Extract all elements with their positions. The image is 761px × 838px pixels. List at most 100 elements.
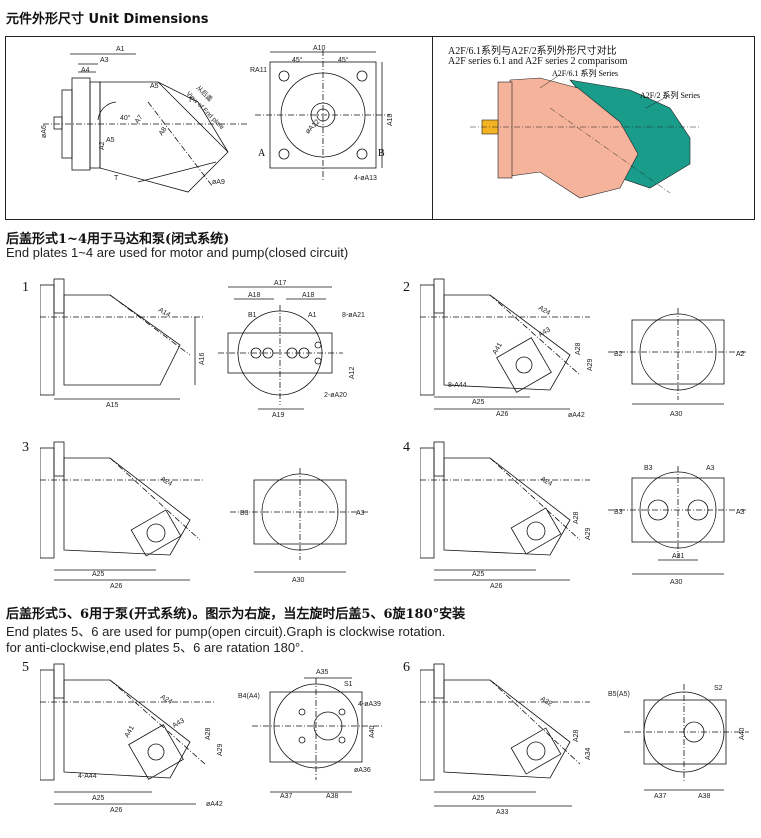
label-A40-p6: A40 [739, 727, 746, 740]
label-A28: A28 [575, 342, 582, 355]
label-S2: S2 [714, 685, 723, 692]
label-A33: A33 [496, 809, 509, 816]
plate-5-number: 5 [22, 660, 29, 675]
label-A38-p5: A38 [326, 793, 339, 800]
label-A21: 8-øA21 [342, 312, 365, 319]
plate-2-number: 2 [403, 280, 410, 295]
label-deg2: 45° [338, 56, 349, 64]
label-A31: A31 [672, 553, 685, 560]
label-A9: øA9 [212, 179, 225, 186]
plate-2-side-view: A24 A41 A43 A28 A29 8-A44 A25 A26 øA42 [420, 278, 594, 419]
label-A25: A25 [472, 399, 485, 406]
page-title: 元件外形尺寸 Unit Dimensions [6, 12, 209, 27]
label-A30-p4: A30 [670, 579, 683, 586]
series2-label: A2F/2 系列 Series [640, 90, 700, 100]
plate-5-side-view: A24 A41 A43 A28 A29 4-A44 A25 A26 øA42 [40, 663, 224, 814]
comparison-drawing: A2F/6.1 系列 Series A2F/2 系列 Series [470, 68, 700, 199]
label-A43: A43 [538, 326, 552, 338]
flange [497, 81, 513, 179]
label-A28-p5: A28 [205, 727, 212, 740]
front-view-drawing: A10 RA11 45° 45° øA12 A10 4-øA13 A B [250, 45, 394, 182]
label-A18-left: A18 [248, 292, 261, 299]
label-A40-p5: A40 [369, 725, 376, 738]
label-A29-p4: A29 [585, 527, 592, 540]
label-A7: A7 [134, 114, 145, 125]
label-A28-p6: A28 [573, 729, 580, 742]
label-A34: A34 [585, 747, 592, 760]
section-open-line1: End plates 5、6 are used for pump(open ci… [6, 624, 446, 639]
section-open-line2: for anti-clockwise,end plates 5、6 are ra… [6, 640, 304, 655]
label-A16: A16 [199, 352, 206, 365]
label-A12-plate: A12 [349, 366, 356, 379]
plate-3-end-view: B3 A3 A30 [230, 468, 370, 584]
label-RA11: RA11 [250, 67, 267, 74]
label-A38-p6: A38 [698, 793, 711, 800]
label-A37-p6: A37 [654, 793, 667, 800]
section-closed-title-cn: 后盖形式1~4用于马达和泵(闭式系统) [6, 232, 230, 247]
label-A37-p5: A37 [280, 793, 293, 800]
label-T-bottom: T [114, 175, 119, 182]
plate-2-end-view: B2 A2 A30 [608, 308, 748, 418]
label-A15: A15 [106, 402, 119, 409]
label-A26-p5: A26 [110, 807, 123, 814]
label-A32: A32 [539, 696, 553, 708]
label-A39: 4-øA39 [358, 701, 381, 708]
label-A26-p4: A26 [490, 583, 503, 590]
label-A25-p4: A25 [472, 571, 485, 578]
label-A20: 2-øA20 [324, 392, 347, 399]
comparison-title-en: A2F series 6.1 and A2F series 2 comparis… [448, 56, 628, 67]
side-view-drawing: A1 A4 A3 A5 øA6 A2 A7 A8 øA9 40° A5 T T … [41, 46, 248, 193]
top-panel-divider [432, 36, 433, 219]
label-A19: A19 [272, 412, 285, 419]
label-A41: A41 [492, 342, 504, 356]
label-A3-p3: A3 [356, 510, 365, 517]
plate-1-end-view: A17 A18 A18 B1 A1 8-øA21 A12 2-øA20 A19 [218, 280, 365, 419]
label-A29-p5: A29 [217, 743, 224, 756]
section-open-title-cn: 后盖形式5、6用于泵(开式系统)。图示为右旋，当左旋时后盖5、6旋180°安装 [6, 607, 466, 622]
label-A35: A35 [316, 669, 329, 676]
plate-5-end-view: A35 S1 B4(A4) 4-øA39 A40 øA36 A37 A38 [238, 669, 382, 800]
label-A36: øA36 [354, 767, 371, 774]
label-A30: A30 [670, 411, 683, 418]
plate-3-side-view: A24 A25 A26 [40, 441, 205, 590]
label-A41-p5: A41 [124, 725, 136, 739]
label-A43-p5: A43 [172, 717, 186, 729]
label-A25-p5: A25 [92, 795, 105, 802]
series61-body [509, 77, 639, 199]
label-A10-vertical: A10 [387, 113, 394, 126]
label-A4: A4 [81, 67, 90, 74]
label-A3: A3 [100, 57, 109, 64]
label-A29: A29 [587, 358, 594, 371]
label-B4: B4(A4) [238, 693, 260, 700]
plate-3-number: 3 [22, 440, 29, 455]
plate-4-number: 4 [403, 440, 410, 455]
plate-4-side-view: A24 A28 A29 A25 A26 [420, 441, 592, 590]
label-angle: 40° [120, 114, 131, 122]
plate-1-side-view: A14 A16 A15 [40, 278, 206, 409]
label-A24-p5: A24 [159, 694, 173, 706]
label-A8: A8 [158, 126, 169, 137]
label-A10: A10 [313, 45, 326, 52]
label-B: B [378, 148, 385, 159]
label-A42: øA42 [568, 412, 585, 419]
label-B1: B1 [248, 312, 257, 319]
plate-4-end-view: B3 A3 B3 A3 A31 A30 [608, 465, 748, 586]
top-dimension-panel [5, 36, 755, 220]
label-A42-p5: øA42 [206, 801, 223, 808]
label-A30-p3: A30 [292, 577, 305, 584]
label-A25-p6: A25 [472, 795, 485, 802]
label-A: A [258, 148, 266, 159]
label-A2: A2 [99, 141, 106, 150]
label-B2: B2 [614, 351, 623, 358]
label-T-right: T [188, 97, 193, 104]
label-A25-p3: A25 [92, 571, 105, 578]
label-A1-plate: A1 [308, 312, 317, 319]
label-A2-plate: A2 [736, 351, 745, 358]
label-B3-top: B3 [644, 465, 653, 472]
label-A13: 4-øA13 [354, 175, 377, 182]
label-B3-side: B3 [614, 509, 623, 516]
section-closed-title-en: End plates 1~4 are used for motor and pu… [6, 245, 349, 260]
label-A44: 8-A44 [448, 382, 467, 389]
label-A18-right: A18 [302, 292, 315, 299]
label-A26: A26 [496, 411, 509, 418]
